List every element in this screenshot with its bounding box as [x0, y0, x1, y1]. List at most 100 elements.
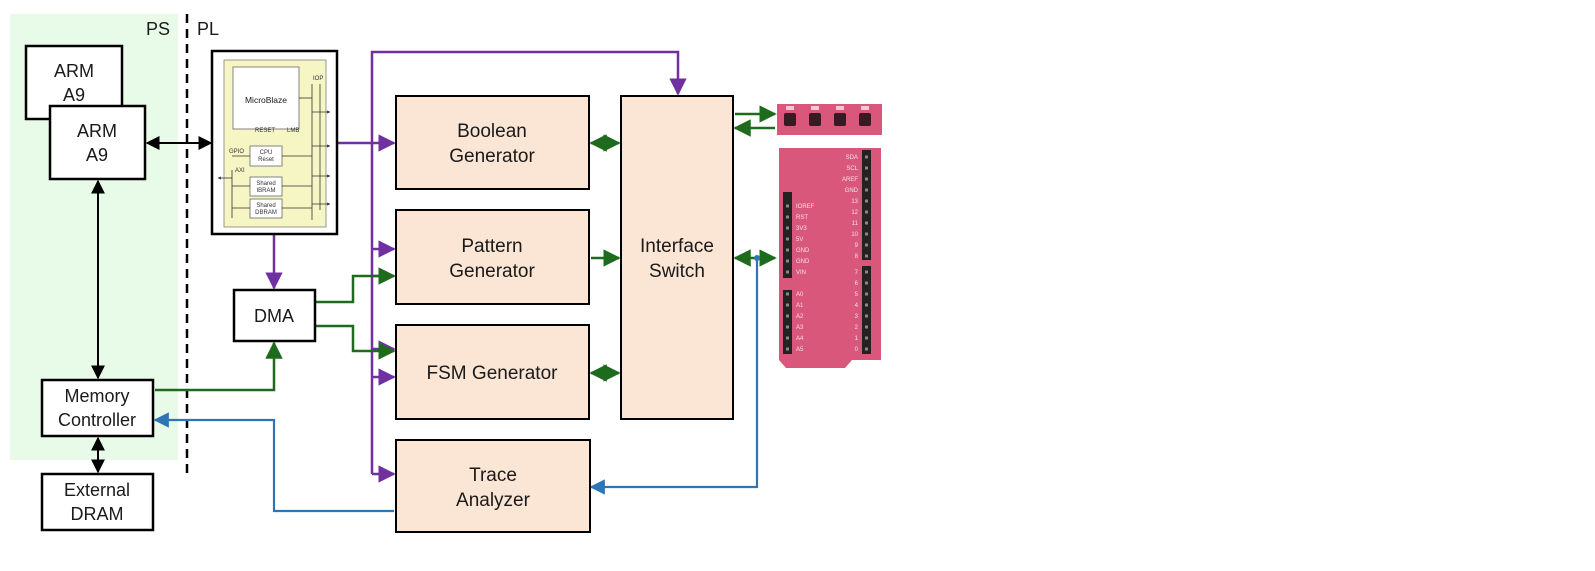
fsm-generator-block — [395, 324, 590, 420]
cpu-reset-block — [249, 145, 283, 167]
pin-hole — [786, 259, 789, 263]
boolean-generator-block — [395, 95, 590, 190]
pin-label: SDA — [846, 155, 858, 161]
pin-label: GND — [796, 259, 810, 265]
shared-ibram-block — [249, 176, 283, 197]
pin-label: 5 — [855, 292, 859, 298]
pin-hole — [786, 248, 789, 252]
pin-hole — [865, 243, 868, 247]
pin-label: 6 — [855, 281, 859, 287]
pin-label: 9 — [855, 243, 859, 249]
trace-tap-dot — [754, 255, 760, 261]
pin-hole — [786, 347, 789, 351]
pin-hole — [865, 221, 868, 225]
pin-hole — [865, 199, 868, 203]
dma-label: DMA — [254, 306, 294, 326]
pin-label: 5V — [796, 237, 803, 243]
pin-hole — [786, 204, 789, 208]
pin-label: A0 — [796, 292, 804, 298]
pin-label: 4 — [855, 303, 859, 309]
pin-hole — [786, 226, 789, 230]
pin-hole — [865, 188, 868, 192]
data-paths — [155, 105, 777, 392]
pin-label: GND — [845, 188, 859, 194]
pattern-generator-block — [395, 209, 590, 305]
svg-text:LMB: LMB — [287, 128, 299, 134]
pin-label: 10 — [851, 232, 858, 238]
interface-switch-block — [620, 95, 734, 420]
pin-hole — [865, 325, 868, 329]
trace-analyzer-block — [395, 439, 591, 533]
pin-hole — [786, 215, 789, 219]
arm-a9-front-block — [48, 104, 147, 181]
pin-hole — [786, 314, 789, 318]
pin-hole — [865, 314, 868, 318]
pin-label: IOREF — [796, 204, 815, 210]
header-power — [783, 192, 792, 278]
pin-label: 8 — [855, 254, 859, 260]
pin-hole — [786, 292, 789, 296]
pin-hole — [865, 347, 868, 351]
pin-label: A1 — [796, 303, 804, 309]
pin-hole — [865, 232, 868, 236]
pin-label: 3 — [855, 314, 859, 320]
pin-label: 0 — [855, 347, 859, 353]
pin-label: A5 — [796, 347, 804, 353]
pin-hole — [786, 303, 789, 307]
pin-label: GND — [796, 248, 810, 254]
pin-hole — [865, 303, 868, 307]
shared-dbram-block — [249, 198, 283, 219]
pin-hole — [865, 292, 868, 296]
memory-controller-block — [40, 378, 155, 438]
microblaze-core — [232, 66, 300, 130]
header-analog — [783, 290, 792, 354]
svg-text:RESET: RESET — [255, 128, 275, 134]
header-digital-low — [862, 266, 871, 354]
pin-label: 3V3 — [796, 226, 807, 232]
pin-hole — [865, 270, 868, 274]
dma-block — [232, 288, 317, 343]
pin-label: A2 — [796, 314, 804, 320]
arduino-shield — [779, 148, 881, 368]
ps-label: PS — [146, 19, 170, 39]
pin-label: 2 — [855, 325, 859, 331]
pin-hole — [865, 336, 868, 340]
trace-paths — [153, 258, 759, 513]
pin-label: 12 — [851, 210, 858, 216]
pl-label: PL — [197, 19, 219, 39]
pin-label: 11 — [852, 221, 859, 227]
pin-hole — [865, 177, 868, 181]
pin-label: RST — [796, 215, 808, 221]
pin-label: SCL — [846, 166, 858, 172]
header-digital-high — [862, 150, 871, 260]
pin-hole — [865, 281, 868, 285]
pin-label: AREF — [842, 177, 858, 183]
pin-hole — [786, 237, 789, 241]
pin-label: 13 — [851, 199, 858, 205]
pin-label: A3 — [796, 325, 804, 331]
fsm-generator-label: FSM Generator — [427, 363, 559, 384]
pin-hole — [865, 155, 868, 159]
external-dram-block — [40, 472, 155, 532]
pin-hole — [865, 254, 868, 258]
pin-label: VIN — [796, 270, 806, 276]
pin-hole — [786, 336, 789, 340]
svg-text:MicroBlaze: MicroBlaze — [245, 95, 287, 105]
pin-hole — [786, 270, 789, 274]
pin-hole — [865, 210, 868, 214]
svg-text:GPIO: GPIO — [229, 149, 244, 155]
pin-label: A4 — [796, 336, 804, 342]
